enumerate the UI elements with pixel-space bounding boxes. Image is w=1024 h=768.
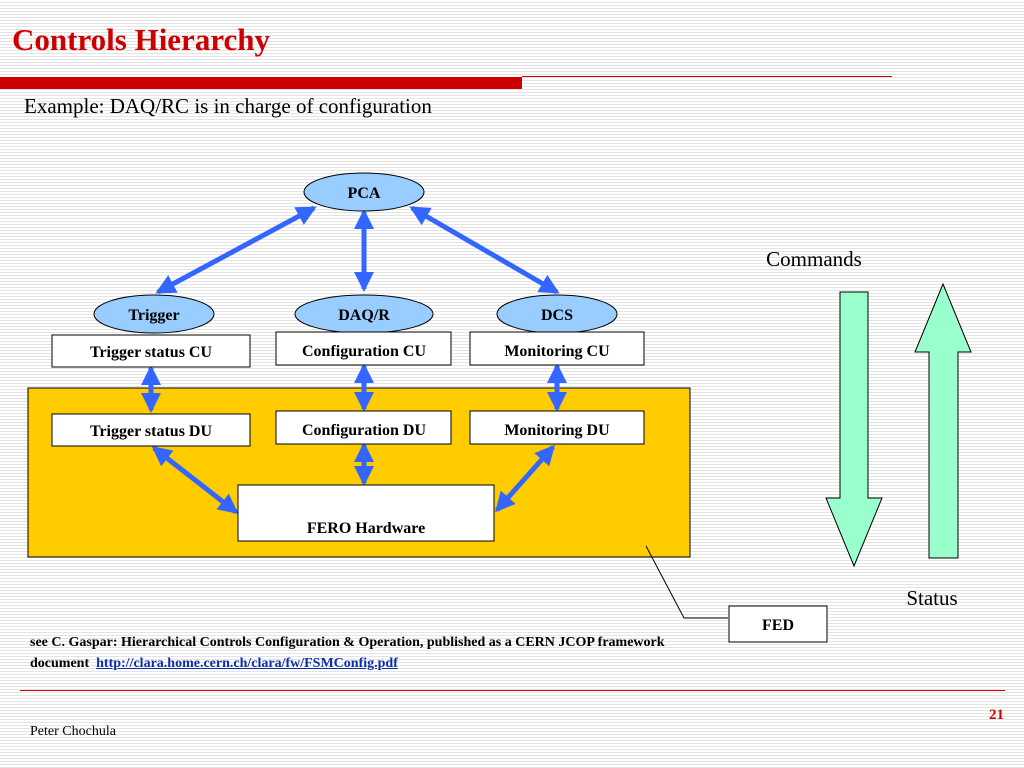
title-underline-thin xyxy=(522,76,892,77)
footer-author: Peter Chochula xyxy=(30,724,116,739)
pca-label: PCA xyxy=(348,185,381,202)
connector-pca-trigger xyxy=(155,205,317,295)
reference-link[interactable]: http://clara.home.cern.ch/clara/fw/FSMCo… xyxy=(96,656,398,671)
reference-footnote: see C. Gaspar: Hierarchical Controls Con… xyxy=(30,632,710,674)
configuration-cu-box xyxy=(275,331,452,366)
commands-down-arrow xyxy=(825,291,883,568)
configuration-du-box xyxy=(275,410,452,445)
daq-label: DAQ/R xyxy=(338,307,390,324)
monitoring-du-label: Monitoring DU xyxy=(504,422,610,439)
monitoring-cu-box xyxy=(469,331,645,366)
title-underline-thick xyxy=(0,77,522,89)
connector-trigger-du-fero xyxy=(151,446,239,514)
fero-hardware-box xyxy=(237,484,495,542)
footer-divider xyxy=(20,690,1005,691)
fed-label: FED xyxy=(762,617,794,634)
monitoring-du-box xyxy=(469,410,645,445)
status-label: Status xyxy=(906,586,957,610)
configuration-cu-label: Configuration CU xyxy=(302,343,426,360)
trigger-status-cu-box xyxy=(51,334,251,368)
connector-monitoring-du-fero xyxy=(495,444,555,513)
trigger-status-cu-label: Trigger status CU xyxy=(90,344,213,361)
configuration-du-label: Configuration DU xyxy=(302,422,426,439)
trigger-node xyxy=(93,294,215,334)
trigger-label: Trigger xyxy=(128,307,179,324)
commands-label: Commands xyxy=(766,247,862,271)
slide-title: Controls Hierarchy xyxy=(12,22,271,57)
fed-box xyxy=(728,605,828,643)
monitoring-cu-label: Monitoring CU xyxy=(504,343,610,360)
pca-node xyxy=(303,172,425,212)
connector-pca-dcs xyxy=(409,205,560,295)
trigger-status-du-label: Trigger status DU xyxy=(90,423,213,440)
fed-callout-line xyxy=(645,545,728,619)
page-number: 21 xyxy=(989,707,1004,723)
slide-subtitle: Example: DAQ/RC is in charge of configur… xyxy=(24,94,432,118)
fero-hardware-label: FERO Hardware xyxy=(307,520,425,537)
dcs-label: DCS xyxy=(541,307,573,324)
trigger-status-du-box xyxy=(51,413,251,447)
reference-text: see C. Gaspar: Hierarchical Controls Con… xyxy=(30,635,665,671)
status-up-arrow xyxy=(914,282,972,559)
